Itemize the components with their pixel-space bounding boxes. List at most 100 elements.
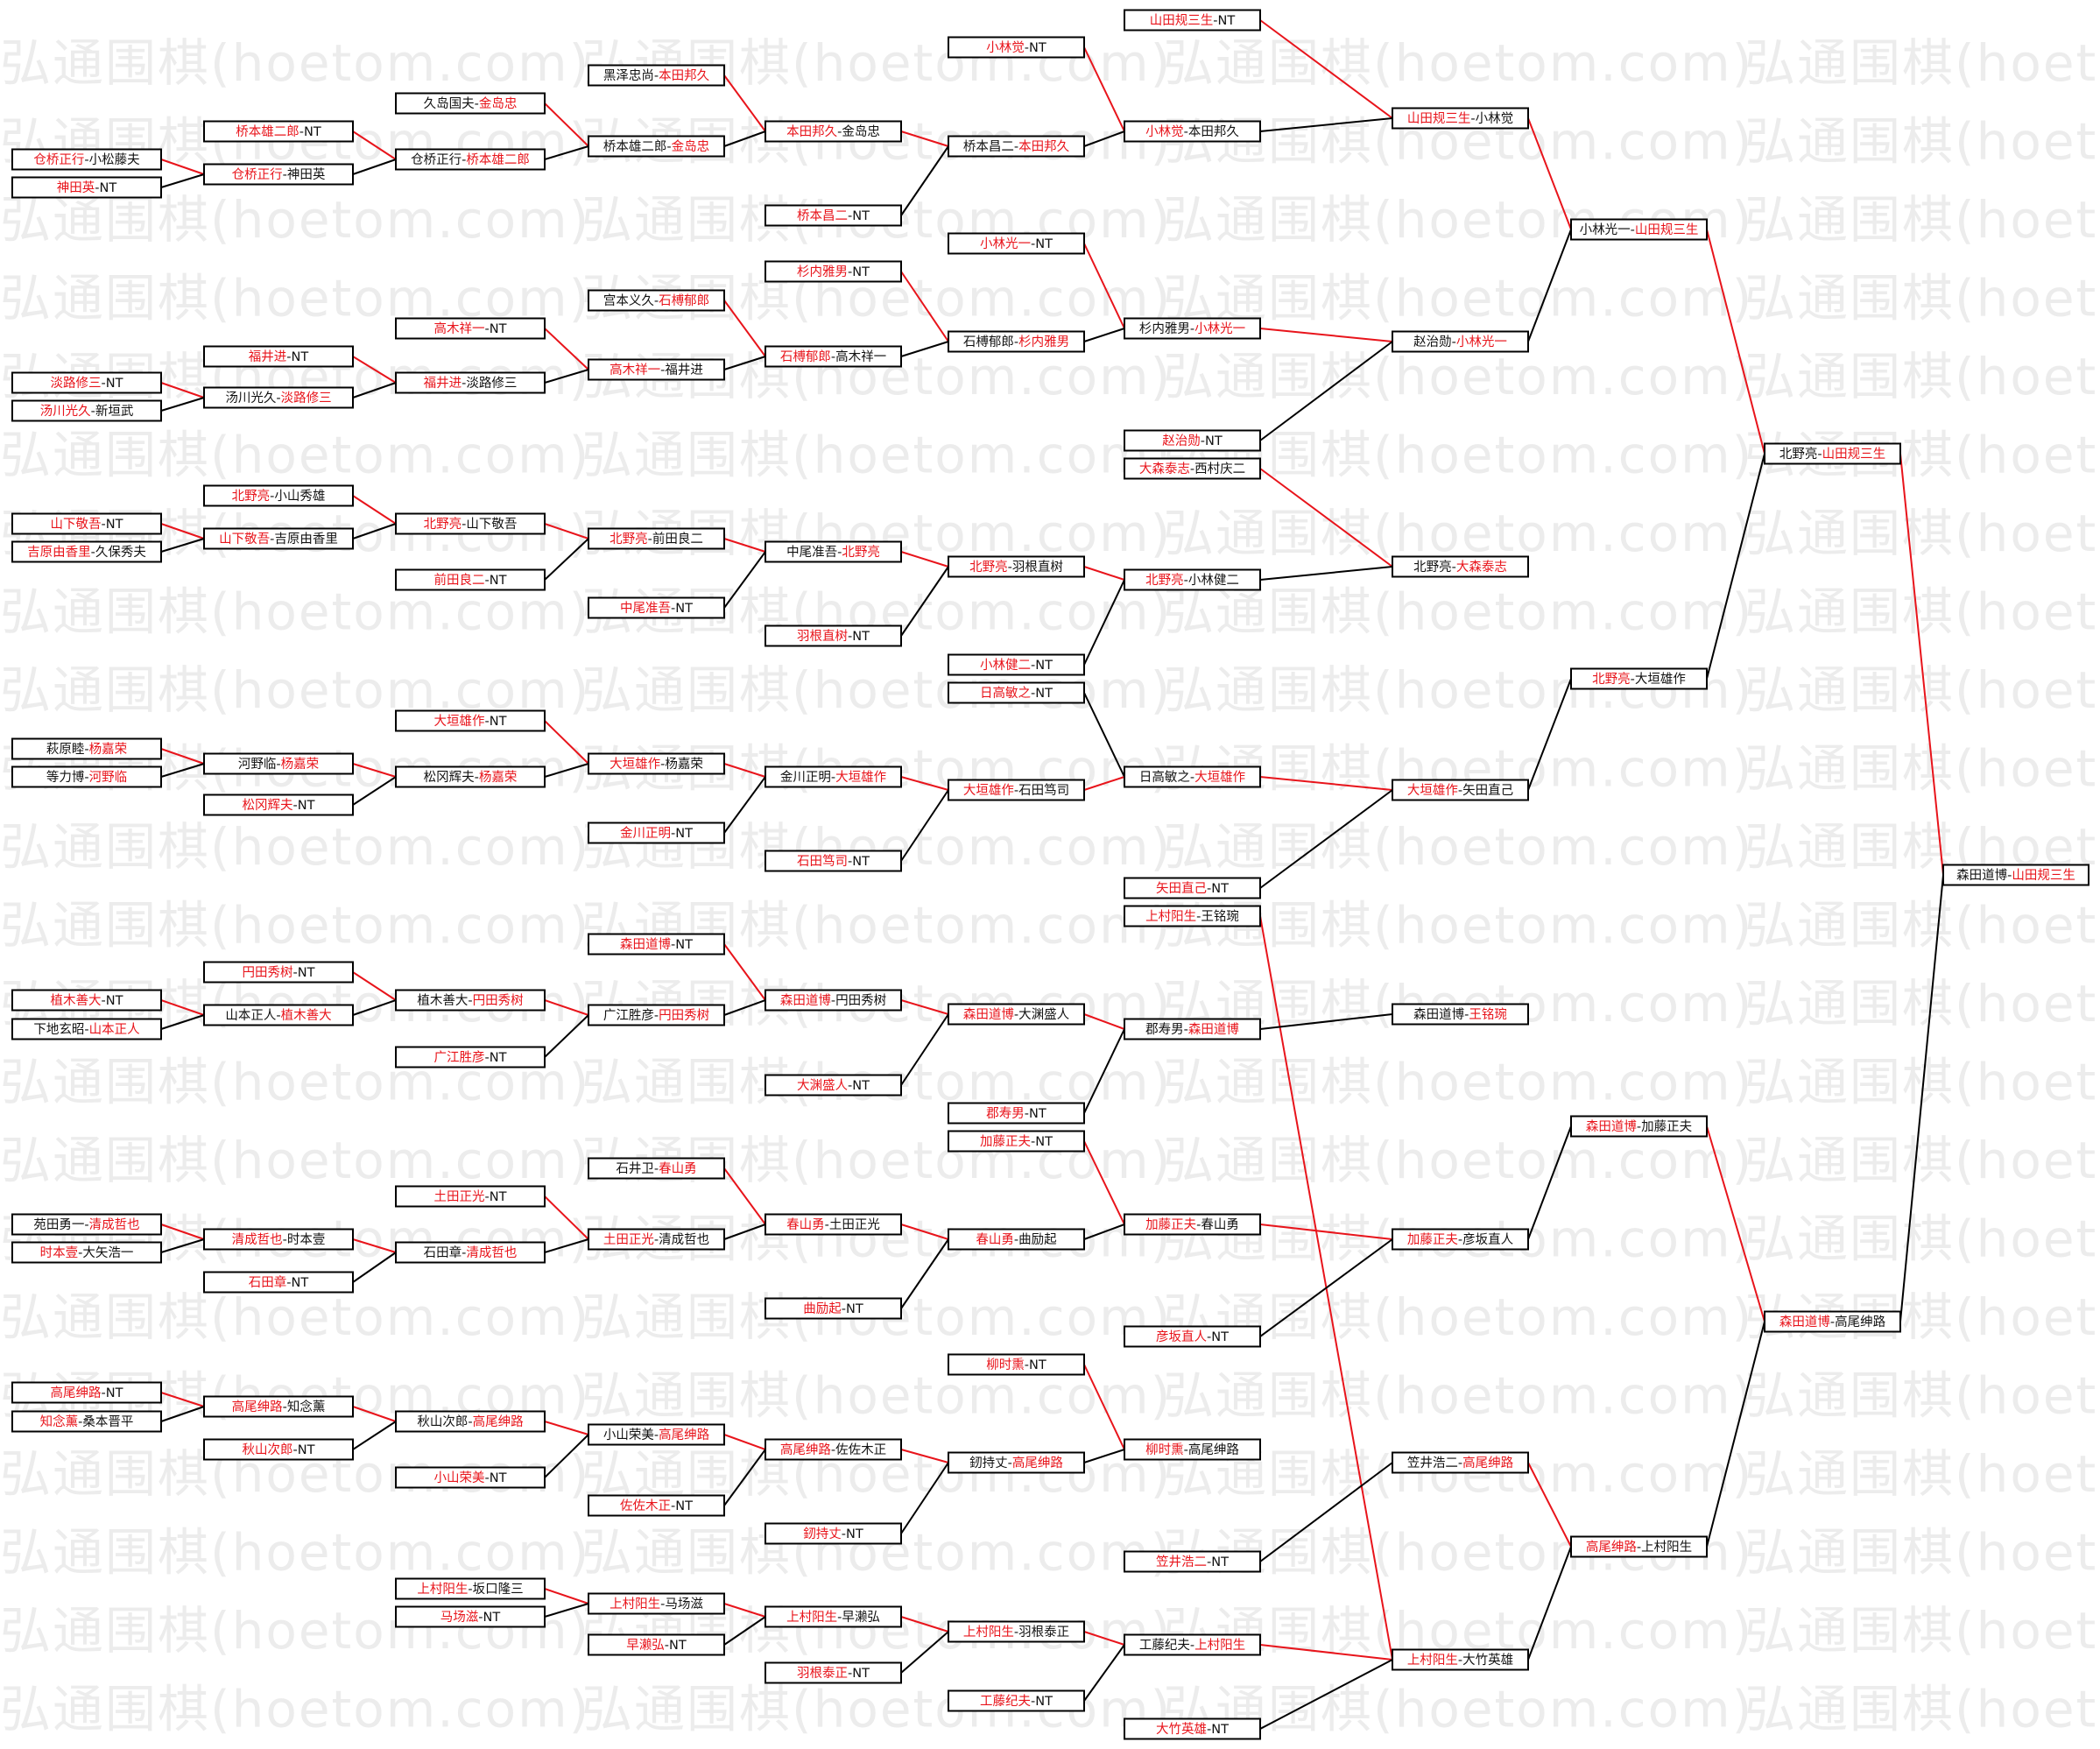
match-box-frame [11,1241,162,1264]
player-b: 小林光一 [1456,335,1507,349]
match-box: 森田道博-王铭琬 [1392,1003,1529,1026]
player-b: 大竹英雄 [1462,1652,1513,1668]
match-box: 高尾绅路-佐佐木正 [765,1438,902,1461]
match-box: 山下敬吾-吉原由香里 [203,527,354,550]
connector-line [544,328,589,370]
connector-line [1083,1644,1125,1702]
connector-line [544,1195,589,1240]
connector-line [723,300,766,357]
player-a: 宫本义久 [603,293,654,308]
player-b: 春山勇 [659,1161,697,1176]
match-box-frame [395,765,546,788]
player-a: 植木善大 [51,993,102,1008]
match-box: 赵治勋-小林光一 [1392,330,1529,353]
match-label: 赵治勋-小林光一 [1413,335,1507,349]
player-b: 杨嘉荣 [479,770,518,785]
player-a: 大渊盛人 [797,1078,848,1093]
connector-line [1083,243,1125,329]
connector-line [352,523,397,540]
player-a: 小山荣美 [434,1470,485,1485]
match-box: 桥本昌二-本田邦久 [948,135,1085,158]
match-box-frame [395,1410,546,1433]
player-a: 山本正人 [225,1008,276,1023]
match-label: 福井进-NT [249,349,309,364]
connector-line [544,999,589,1016]
match-box: 桥本昌二-NT [765,204,902,227]
watermark-text: 弘通围棋(hoetom.com) [1163,582,1753,642]
match-box-frame [588,1157,725,1180]
separator: - [276,1009,280,1023]
match-label: 大渊盛人-NT [797,1078,870,1093]
match-box-frame [1124,905,1261,927]
player-a: 大垣雄作 [434,714,485,729]
connector-line [1259,1462,1393,1562]
player-a: 神田英 [57,180,95,195]
connector-line [1083,1140,1125,1225]
match-box-frame [203,752,354,775]
connector-line [160,538,205,553]
match-box-frame [395,1577,546,1600]
match-label: 上村阳生-坂口隆三 [417,1582,523,1597]
connector-line [352,1406,397,1422]
match-box-frame [203,1004,354,1026]
player-a: 中尾准吾 [620,601,671,616]
match-box: 北野亮-山田规三生 [1764,442,1901,465]
separator: - [1190,1639,1194,1653]
match-box: 笠井浩二-NT [1124,1550,1261,1573]
match-box: 小林健二-NT [948,653,1085,676]
match-label: 前田良二-NT [434,573,507,588]
connector-line [900,145,949,216]
match-box: 久岛国夫-金岛忠 [395,92,546,115]
match-box: 福井进-淡路修三 [395,371,546,394]
match-label: 森田道博-大渊盛人 [963,1007,1069,1022]
match-box-frame [11,512,162,535]
player-a: 小林觉 [1145,124,1184,139]
connector-line [1259,468,1393,568]
match-box: 下地玄昭-山本正人 [11,1018,162,1040]
match-label: 柳时熏-NT [986,1358,1046,1372]
player-a: 羽根泰正 [797,1666,848,1681]
player-b: 上村阳生 [1641,1540,1692,1555]
match-box-frame [11,1381,162,1404]
match-box: 春山勇-曲励起 [948,1228,1085,1251]
match-box: 高尾绅路-知念薰 [203,1395,354,1418]
match-label: 下地玄昭-山本正人 [33,1022,139,1037]
separator: - [831,1443,835,1457]
separator: - [1207,882,1211,896]
separator: - [299,125,304,139]
player-a: 石田章 [249,1274,287,1290]
separator: - [1637,1120,1641,1134]
connector-line [1083,328,1125,342]
player-a: 小林觉 [986,40,1025,55]
player-a: 赵治勋 [1413,335,1452,349]
match-label: 加藤正夫-彦坂直人 [1407,1232,1513,1247]
player-b: NT [490,1471,507,1485]
match-label: 植木善大-円田秀树 [417,993,523,1008]
separator: - [648,532,652,547]
player-b: NT [490,715,507,729]
player-a: 桥本昌二 [797,208,848,223]
match-box: 时本壹-大矢浩一 [11,1241,162,1264]
player-b: NT [1211,1330,1229,1344]
match-box-frame [948,1451,1085,1474]
player-a: 马场滋 [440,1610,479,1625]
watermark-text: 弘通围棋(hoetom.com) [1163,347,1753,406]
match-label: 河野临-杨嘉荣 [238,757,319,772]
player-a: 土田正光 [603,1232,654,1247]
separator: - [1014,784,1018,798]
match-box-frame [1570,667,1708,690]
match-label: 北野亮-山田规三生 [1779,447,1885,462]
player-b: 森田道博 [1188,1022,1239,1037]
separator: - [1452,561,1456,575]
connector-line [900,776,949,791]
connector-line [1259,776,1393,791]
match-label: 円田秀树-NT [243,965,315,980]
match-label: 桥本雄二郎-金岛忠 [603,139,709,154]
match-label: 郡寿男-森田道博 [1145,1022,1239,1037]
connector-line [352,356,397,384]
connector-lines [160,19,1944,1730]
player-b: 山下敬吾 [466,517,517,532]
match-box-frame [765,1661,902,1684]
match-label: 小林光一-NT [980,236,1053,251]
